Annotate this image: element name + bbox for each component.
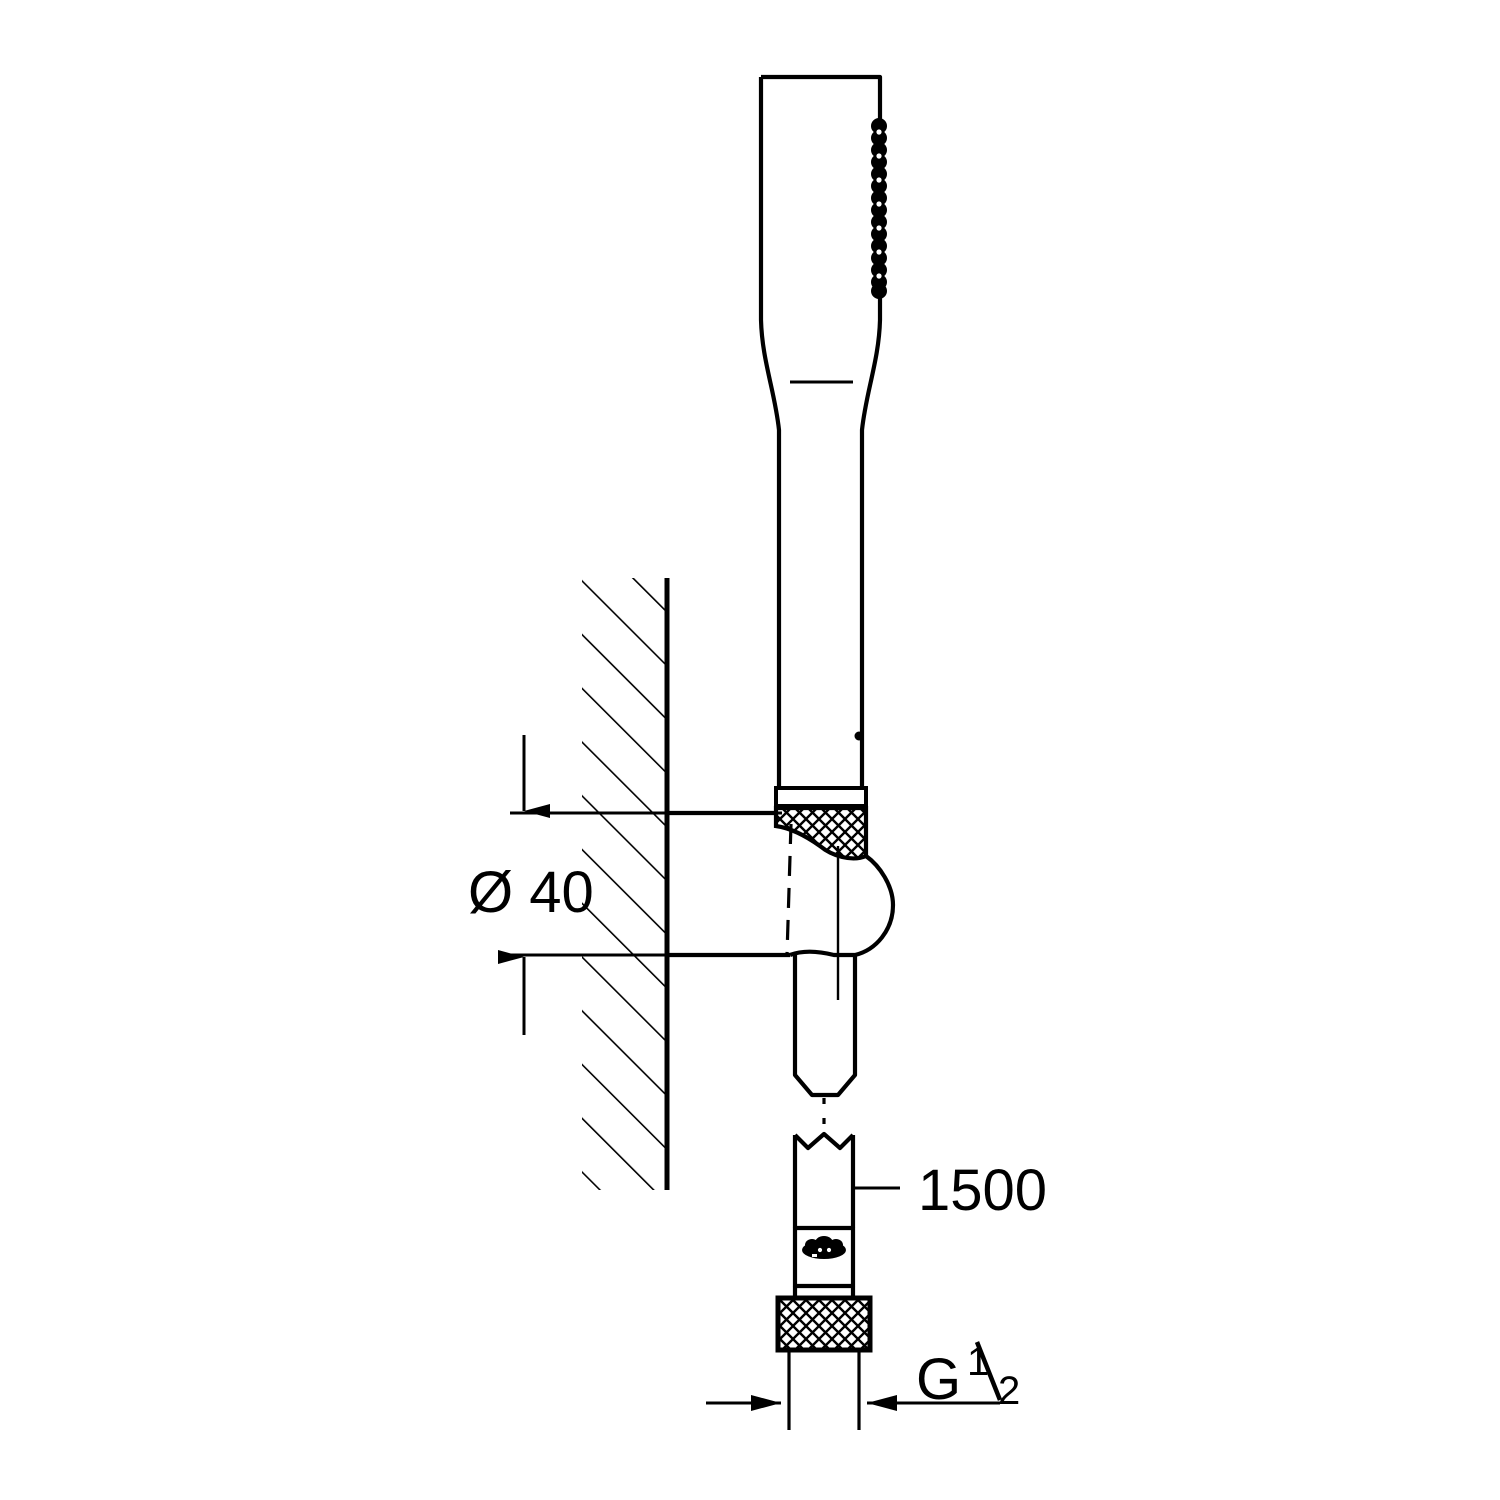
knurled-nut-lower [775,1295,873,1353]
hose-outlet-spigot [792,955,858,1098]
thread-fraction-slash [974,1341,1003,1401]
diameter-label: Ø 40 [468,860,594,925]
hose-break-edge [793,1131,855,1151]
hose-threaded-end [787,1350,861,1430]
knurl-band-outline [773,805,869,861]
bracket-round-end [789,854,896,958]
bracket-hidden-line [785,823,793,956]
hose-logo [802,1236,846,1259]
wall-section [582,578,670,1190]
shower-hose [792,1131,856,1298]
collar-ring [774,786,868,808]
thread-label-prefix: G [916,1347,961,1412]
knurled-nut-outline [775,1295,873,1353]
wall-hatching [582,578,668,1190]
shower-shaft-detail-dot [854,731,864,741]
thread-label-denominator: 2 [998,1369,1020,1413]
spray-nozzle-column [871,118,887,299]
dimension-hose-length: 1500 [853,1158,1047,1223]
hand-shower-head [758,74,883,786]
thread-label-numerator: 1 [967,1340,989,1384]
shower-body-outline [758,74,883,786]
hose-length-label: 1500 [918,1158,1047,1223]
dimension-thread-g-half: G 1 2 [706,1340,1020,1413]
dimension-diameter-40: Ø 40 [468,735,790,1035]
hose-upper-body [792,1135,856,1228]
